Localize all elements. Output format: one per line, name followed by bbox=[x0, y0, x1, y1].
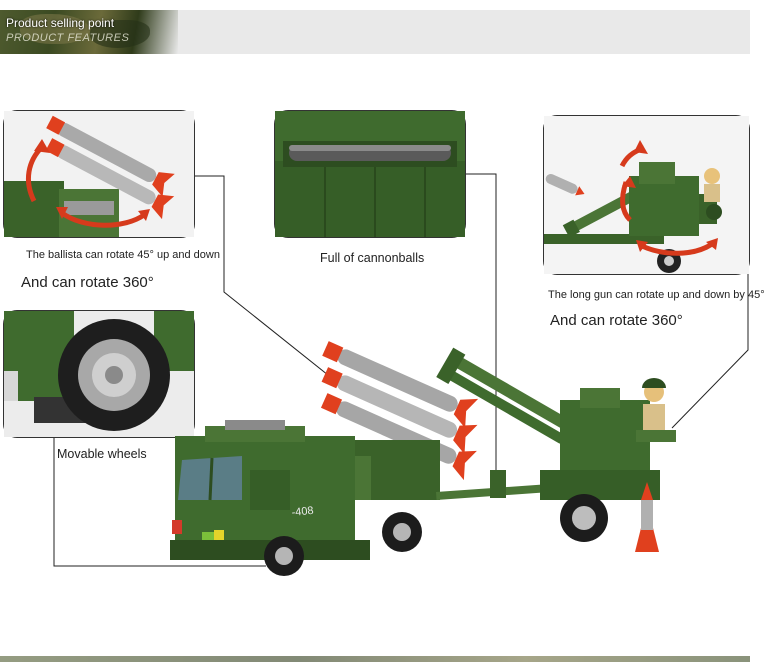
wheel-illustration bbox=[4, 311, 194, 437]
bottom-camo-strip bbox=[0, 656, 750, 662]
long-gun-caption: The long gun can rotate up and down by 4… bbox=[548, 289, 765, 301]
ammo-box-illustration bbox=[275, 111, 465, 237]
camo-banner bbox=[0, 10, 178, 54]
long-gun-illustration bbox=[544, 116, 749, 274]
wheels-caption: Movable wheels bbox=[57, 447, 147, 461]
wheels-callout bbox=[3, 310, 195, 438]
page-title: Product selling point bbox=[6, 16, 115, 30]
ballista-callout bbox=[3, 110, 195, 238]
cannonballs-callout bbox=[274, 110, 466, 238]
long-gun-rotate-text: And can rotate 360° bbox=[550, 312, 683, 329]
page-subtitle: PRODUCT FEATURES bbox=[6, 32, 130, 44]
cannonballs-caption: Full of cannonballs bbox=[320, 251, 425, 265]
ballista-caption: The ballista can rotate 45° up and down bbox=[26, 249, 220, 261]
ballista-illustration bbox=[4, 111, 194, 237]
long-gun-callout bbox=[543, 115, 750, 275]
ballista-rotate-text: And can rotate 360° bbox=[21, 274, 154, 291]
